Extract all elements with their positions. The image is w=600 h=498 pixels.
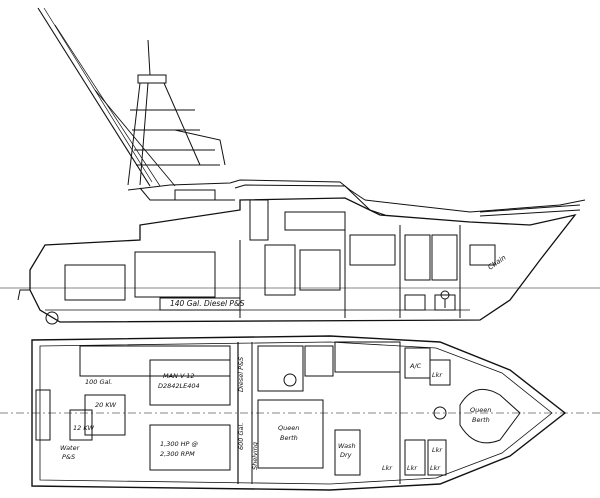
fwd-locker-left [404, 234, 431, 281]
salon-window [284, 211, 346, 231]
outrigger-aft-line [43, 7, 153, 183]
fwd-locker-right [431, 234, 458, 281]
drawers [404, 294, 456, 311]
ac-label: A/C [409, 362, 422, 370]
toilet-fwd-icon [433, 406, 447, 420]
chain-label: Chain [487, 254, 508, 272]
engine-room-aft-box [79, 345, 231, 377]
helm-console [174, 189, 216, 201]
tower-leg-mid [139, 82, 149, 186]
tank-100-label: 100 Gal. [85, 378, 112, 386]
locker-3 [429, 359, 451, 386]
locker-2 [427, 439, 447, 476]
profile-view [0, 7, 600, 325]
engine-label: MAN V-12 [163, 372, 194, 380]
cockpit-box [64, 264, 126, 301]
tower-top [137, 74, 167, 84]
queen-berth-fwd-label-1: Queen [470, 406, 491, 414]
tower-mast [147, 39, 151, 76]
tower-leg-fwd [163, 82, 201, 166]
queen-berth-mid-label-2: Berth [280, 434, 298, 442]
outrigger-aft [37, 7, 151, 187]
queen-berth-fwd-label-2: Berth [472, 416, 490, 424]
locker-1 [404, 439, 426, 476]
cabin-top [234, 184, 386, 216]
locker-label-4: Lkr [432, 446, 443, 454]
locker-label-3: Lkr [430, 464, 441, 472]
diesel-label: Diesel P&S [237, 357, 245, 392]
outrigger-fwd [94, 89, 176, 187]
engine-port [149, 359, 231, 406]
tower-brace [174, 129, 226, 166]
generator-12kw-label: 12 KW [73, 424, 95, 432]
engine-model: D2842LE404 [158, 382, 200, 390]
tower-rails [130, 109, 220, 166]
swim-platform [17, 289, 30, 301]
generator-12kw [69, 409, 93, 441]
flybridge-rail [127, 179, 366, 201]
water-label: Water [60, 444, 81, 452]
head-mid [257, 345, 304, 392]
power-label: 1,300 HP @ [160, 440, 199, 448]
queen-berth-fwd [459, 388, 521, 444]
locker-label-2: Lkr [407, 464, 418, 472]
water-ps-label: P&S [62, 453, 75, 461]
galley-cabinet [264, 244, 296, 296]
locker-label-1: Lkr [432, 371, 443, 379]
galley-counter [334, 341, 401, 373]
hull-plan [31, 335, 567, 491]
hull-plan-inner [39, 341, 553, 485]
fwd-cabinet [469, 244, 496, 266]
bow-rail [364, 199, 586, 213]
generator-20kw [84, 394, 126, 436]
shelving-label: Shelving [251, 442, 259, 470]
wash-dry [334, 429, 361, 476]
generator-20kw-label: 20 KW [95, 401, 117, 409]
queen-berth-mid [257, 399, 324, 469]
queen-berth-mid-label-1: Queen [278, 424, 299, 432]
salon-door [249, 199, 269, 241]
bow-pulpit [479, 204, 581, 217]
stateroom-cabinet [349, 234, 396, 266]
propeller-icon [45, 311, 59, 325]
rpm-label: 2,300 RPM [160, 450, 195, 458]
gal-600-label: 600 Gal. [237, 423, 245, 450]
transom-locker [35, 389, 51, 441]
tuna-tower [127, 39, 226, 186]
plan-view [0, 335, 600, 491]
tank-label: 140 Gal. Diesel P&S [170, 299, 245, 308]
dinette [299, 249, 341, 291]
tower-leg-aft [127, 82, 141, 186]
shower-mid [304, 345, 334, 377]
engine-box [134, 251, 216, 298]
hull-profile [29, 197, 577, 323]
plan-labels: MAN V-12 D2842LE404 1,300 HP @ 2,300 RPM… [60, 357, 491, 472]
engine-starboard [149, 424, 231, 471]
locker-label-5: Lkr [382, 464, 393, 472]
wash-label: Wash [338, 442, 356, 450]
toilet-icon [283, 373, 297, 387]
dry-label: Dry [340, 451, 352, 459]
